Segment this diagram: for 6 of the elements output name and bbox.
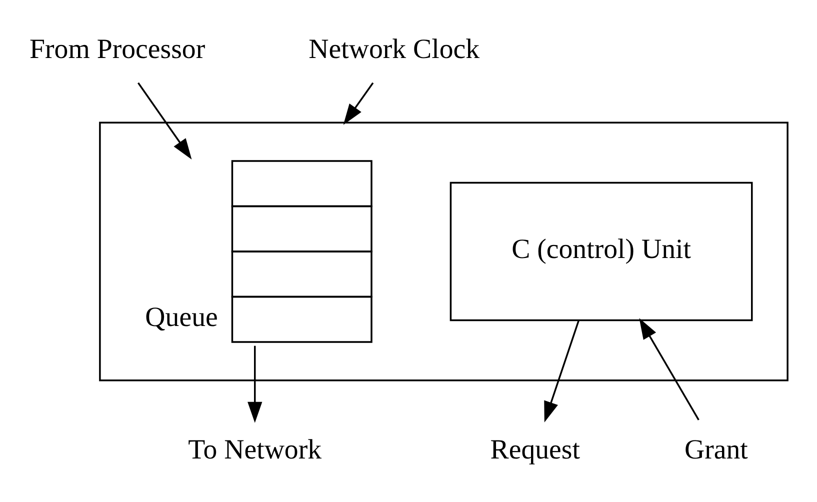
- node-text: Request: [490, 434, 580, 465]
- node-label: Queue: [145, 302, 218, 333]
- node-text: Grant: [684, 434, 748, 465]
- node-text: Network Clock: [308, 33, 480, 64]
- node-text: From Processor: [30, 33, 206, 64]
- node-text: To Network: [188, 434, 322, 465]
